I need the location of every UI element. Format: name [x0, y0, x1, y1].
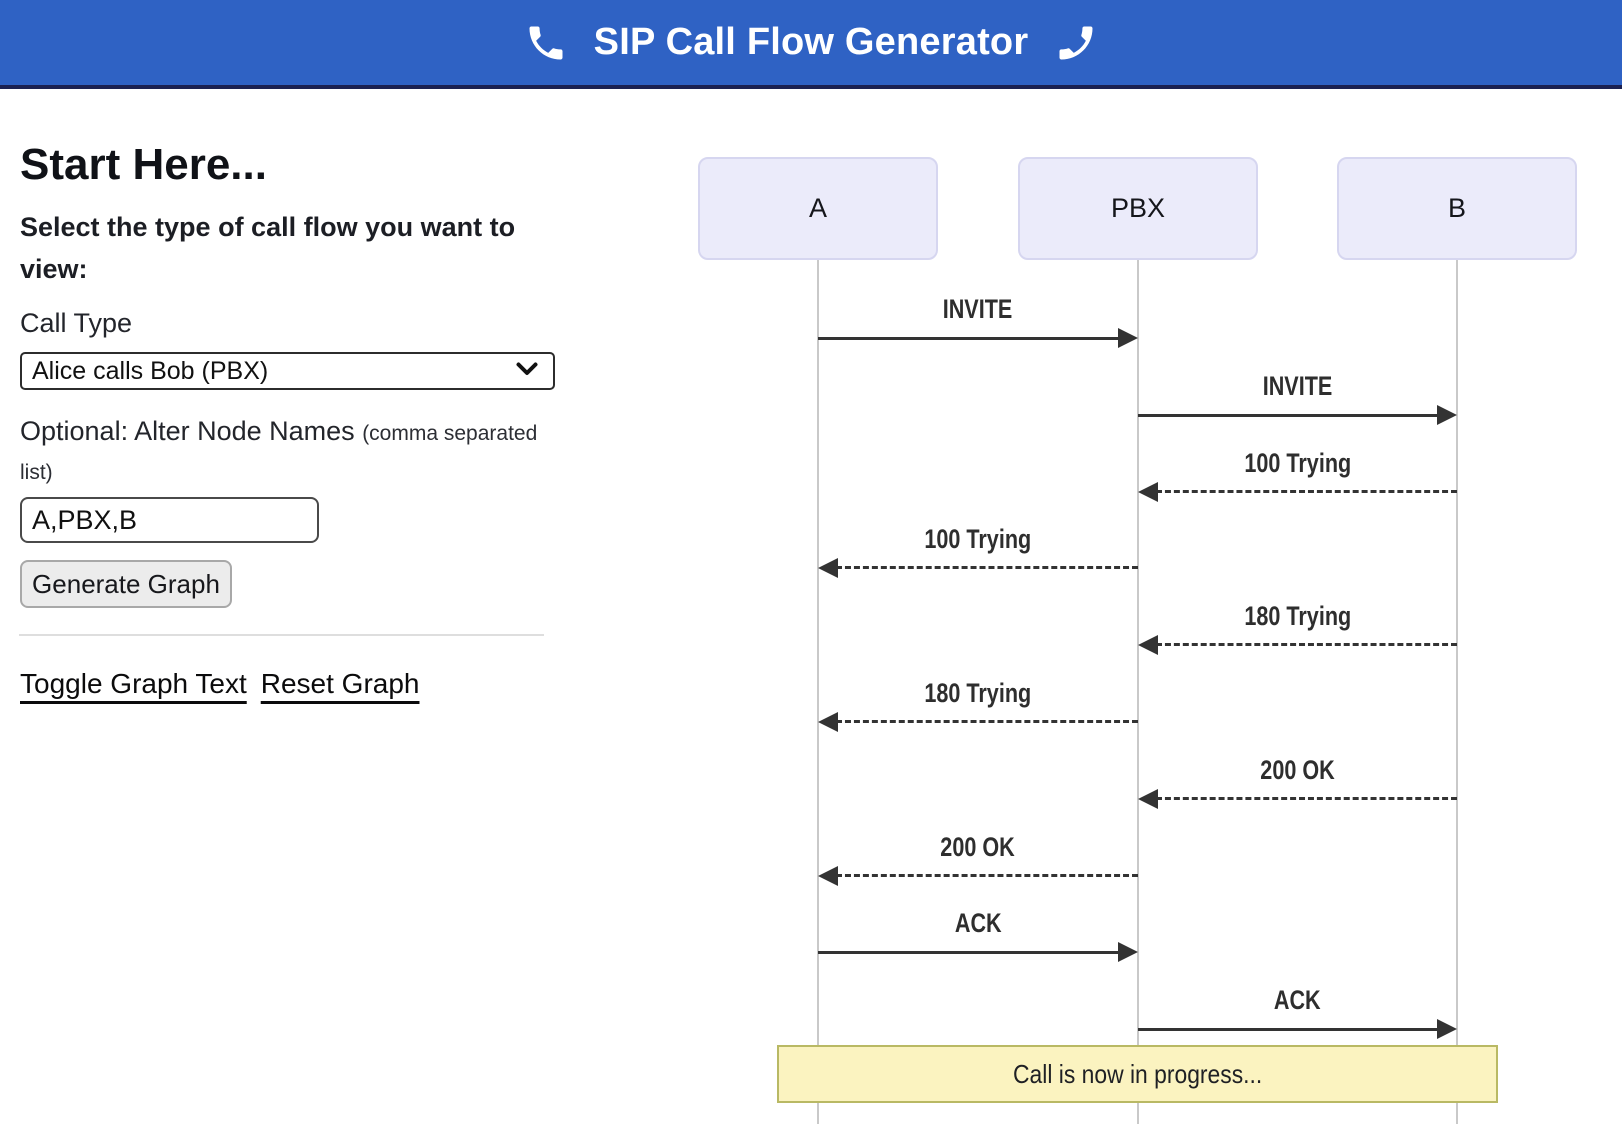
- arrowhead-left-100-trying: [1138, 482, 1158, 502]
- graph-links-row: Toggle Graph Text Reset Graph: [20, 668, 419, 700]
- message-label-200-ok: 200 OK: [1260, 755, 1335, 785]
- message-line-100-trying: [1156, 490, 1457, 493]
- arrowhead-right-ack: [1437, 1019, 1457, 1039]
- generate-graph-button[interactable]: Generate Graph: [20, 560, 232, 608]
- message-line-ack: [818, 951, 1120, 954]
- call-type-select[interactable]: Alice calls Bob (PBX): [20, 352, 555, 390]
- reset-graph-link[interactable]: Reset Graph: [260, 668, 420, 699]
- message-line-100-trying: [836, 566, 1138, 569]
- arrowhead-right-invite: [1437, 405, 1457, 425]
- call-flow-subtitle: Select the type of call flow you want to…: [20, 212, 516, 284]
- diagram-node-b: B: [1337, 157, 1577, 260]
- alter-node-names-label-note: (comma separated list): [20, 422, 538, 485]
- message-label-invite: INVITE: [1262, 371, 1333, 401]
- diagram-note-text: Call is now in progress...: [1012, 1058, 1263, 1089]
- arrowhead-left-180-trying: [818, 712, 838, 732]
- message-label-ack: ACK: [954, 908, 1002, 938]
- start-here-heading: Start Here...: [20, 140, 267, 189]
- page-title: SIP Call Flow Generator: [593, 21, 1029, 63]
- diagram-node-a: A: [698, 157, 938, 260]
- message-label-200-ok: 200 OK: [940, 832, 1016, 862]
- message-line-invite: [1138, 414, 1439, 417]
- arrowhead-left-200-ok: [1138, 789, 1158, 809]
- node-names-input[interactable]: [20, 497, 319, 543]
- message-label-180-trying: 180 Trying: [1244, 601, 1351, 631]
- sidebar-divider: [19, 634, 544, 636]
- message-line-invite: [818, 337, 1120, 340]
- message-label-100-trying: 100 Trying: [924, 524, 1032, 554]
- arrowhead-left-200-ok: [818, 866, 838, 886]
- arrowhead-left-100-trying: [818, 558, 838, 578]
- lifeline-a: [817, 260, 819, 1124]
- diagram-note: Call is now in progress...: [777, 1045, 1498, 1103]
- message-label-ack: ACK: [1274, 985, 1321, 1015]
- arrowhead-right-invite: [1118, 328, 1138, 348]
- arrowhead-right-ack: [1118, 942, 1138, 962]
- phone-icon: [524, 21, 568, 65]
- alter-node-names-label-main: Optional: Alter Node Names: [20, 416, 355, 446]
- message-label-100-trying: 100 Trying: [1244, 448, 1351, 478]
- alter-node-names-label: Optional: Alter Node Names (comma separa…: [20, 412, 542, 490]
- arrowhead-left-180-trying: [1138, 635, 1158, 655]
- message-line-200-ok: [836, 874, 1138, 877]
- lifeline-b: [1456, 260, 1458, 1124]
- call-type-label: Call Type: [20, 308, 133, 338]
- toggle-graph-text-link[interactable]: Toggle Graph Text: [20, 668, 247, 699]
- lifeline-pbx: [1137, 260, 1139, 1124]
- message-line-180-trying: [836, 720, 1138, 723]
- message-line-200-ok: [1156, 797, 1457, 800]
- message-line-180-trying: [1156, 643, 1457, 646]
- app-header: SIP Call Flow Generator: [0, 0, 1622, 89]
- phone-icon-mirrored: [1054, 21, 1098, 65]
- diagram-node-pbx: PBX: [1018, 157, 1258, 260]
- message-label-invite: INVITE: [943, 294, 1013, 324]
- message-label-180-trying: 180 Trying: [924, 678, 1032, 708]
- message-line-ack: [1138, 1028, 1439, 1031]
